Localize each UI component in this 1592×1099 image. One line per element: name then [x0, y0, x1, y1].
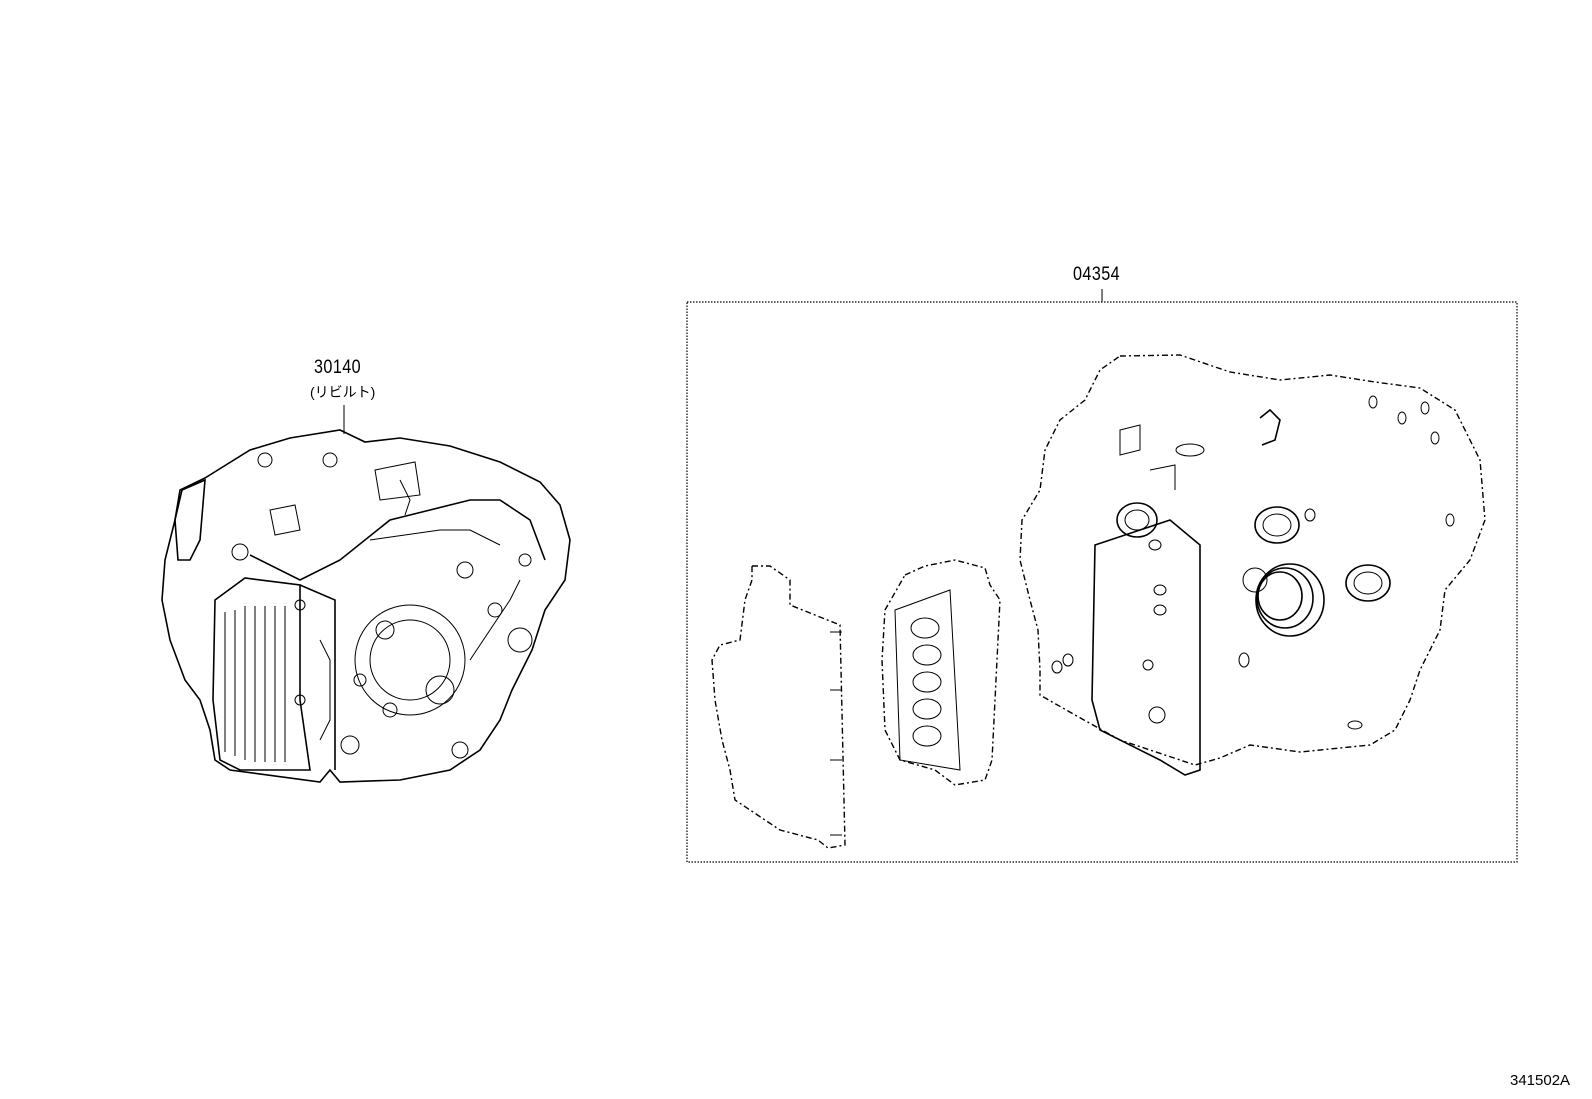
kit-bracket-box — [686, 301, 1518, 863]
figure-id: 341502A — [1510, 1072, 1571, 1089]
part-note-rebuilt: (リビルト) — [310, 384, 376, 400]
part-number-30140: 30140 — [314, 357, 362, 378]
gasket-plate-illustration — [711, 565, 846, 849]
part-number-04354: 04354 — [1073, 264, 1121, 285]
transaxle-assembly-illustration — [161, 429, 571, 783]
valve-body-gasket-illustration — [881, 559, 1001, 786]
case-gasket-and-seals-illustration — [1019, 354, 1486, 776]
